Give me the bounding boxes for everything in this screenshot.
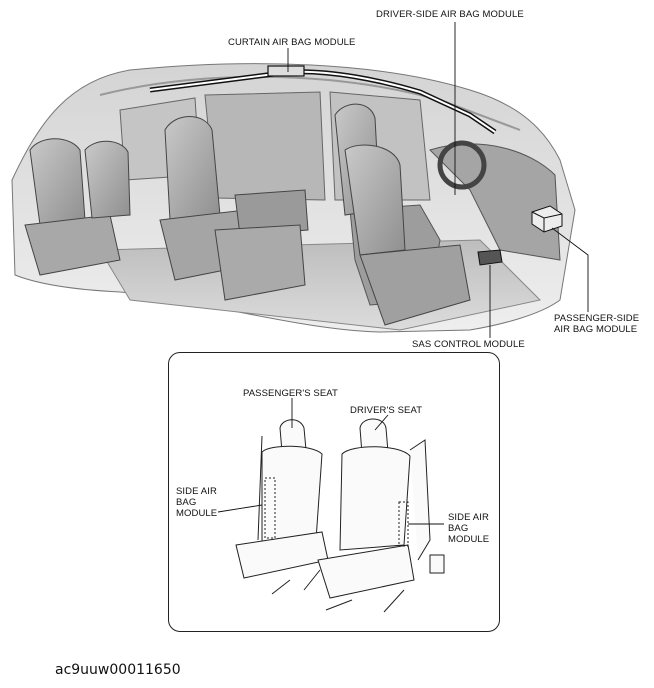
driver-seat-drawing xyxy=(317,418,445,613)
label-passenger-side-air-bag-module-line1: PASSENGER-SIDE xyxy=(554,313,640,324)
passenger-seat-drawing xyxy=(235,419,329,595)
label-drivers-seat: DRIVER'S SEAT xyxy=(350,405,423,416)
curtain-air-bag-inflator xyxy=(267,65,305,77)
label-side-air-bag-right-line1: SIDE AIR xyxy=(448,512,489,523)
inset-leader-lines xyxy=(217,398,444,525)
label-curtain-air-bag-module: CURTAIN AIR BAG MODULE xyxy=(228,37,356,48)
label-side-air-bag-left-line3: MODULE xyxy=(176,508,218,519)
figure-id-caption: ac9uuw00011650 xyxy=(55,662,181,678)
label-side-air-bag-right-line2: BAG xyxy=(448,523,469,534)
label-driver-side-air-bag-module: DRIVER-SIDE AIR BAG MODULE xyxy=(376,9,524,20)
seat-inset-panel xyxy=(168,352,500,632)
leader-lines xyxy=(287,22,589,338)
label-side-air-bag-right-line3: MODULE xyxy=(448,534,490,545)
front-seats xyxy=(334,103,471,326)
passenger-side-air-bag-box xyxy=(531,205,563,233)
driver-side-air-bag-outline xyxy=(398,501,409,547)
third-row-seats xyxy=(24,138,131,276)
label-sas-control-module: SAS CONTROL MODULE xyxy=(412,339,525,350)
label-side-air-bag-left-line2: BAG xyxy=(176,497,197,508)
label-passenger-side-air-bag-module-line2: AIR BAG MODULE xyxy=(554,324,638,335)
passenger-side-air-bag-outline xyxy=(264,477,276,539)
sas-control-module-box xyxy=(477,249,503,266)
label-passengers-seat: PASSENGER'S SEAT xyxy=(243,388,338,399)
label-side-air-bag-left-line1: SIDE AIR xyxy=(176,486,217,497)
second-row-seats xyxy=(159,116,309,301)
